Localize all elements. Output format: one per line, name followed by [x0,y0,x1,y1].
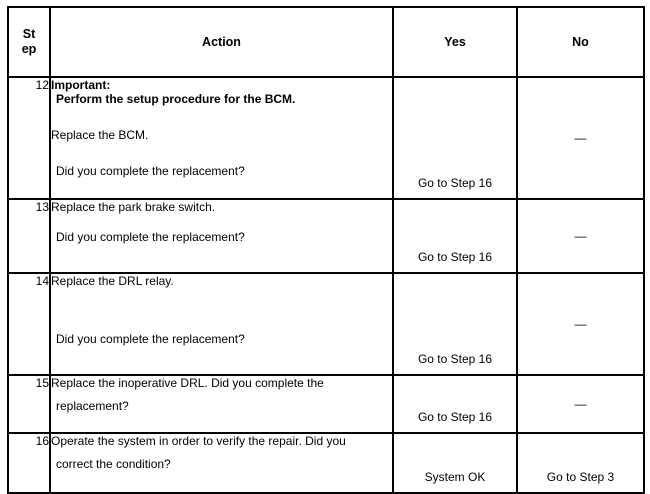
no-cell: — [516,374,645,434]
diagnostic-step-table: St ep Action Yes No 12 Important: Perfor… [7,6,645,494]
action-line: Replace the park brake switch. [51,200,216,214]
action-line: Operate the system in order to verify th… [51,434,346,448]
yes-cell: System OK [392,432,518,494]
table-row: 12 Important: Perform the setup procedur… [7,76,645,200]
action-cell: Replace the inoperative DRL. Did you com… [49,374,394,434]
action-line: Did you complete the replacement? [56,332,245,346]
action-line: Perform the setup procedure for the BCM. [56,92,296,106]
table-row: 15 Replace the inoperative DRL. Did you … [7,374,645,434]
column-header-action: Action [49,6,394,78]
action-cell: Operate the system in order to verify th… [49,432,394,494]
column-header-step-line1: St [22,27,36,41]
action-line: replacement? [56,399,129,413]
yes-cell: Go to Step 16 [392,76,518,200]
action-line: Did you complete the replacement? [56,164,245,178]
action-line: Replace the inoperative DRL. Did you com… [51,376,324,390]
column-header-yes: Yes [392,6,518,78]
no-cell: Go to Step 3 [516,432,645,494]
action-spacer [51,142,392,164]
no-cell: — [516,272,645,376]
action-spacer [51,310,392,332]
diagnostic-table-page: St ep Action Yes No 12 Important: Perfor… [7,6,645,494]
action-cell: Replace the DRL relay. Did you complete … [49,272,394,376]
yes-cell: Go to Step 16 [392,198,518,274]
action-spacer [51,106,392,128]
table-row: 14 Replace the DRL relay. Did you comple… [7,272,645,376]
column-header-step: St ep [7,6,51,78]
no-cell: — [516,198,645,274]
yes-cell: Go to Step 16 [392,272,518,376]
column-header-step-line2: ep [21,42,37,56]
step-number: 16 [7,432,51,494]
action-cell: Replace the park brake switch. Did you c… [49,198,394,274]
action-spacer [51,288,392,310]
no-cell: — [516,76,645,200]
table-row: 16 Operate the system in order to verify… [7,432,645,494]
action-cell: Important: Perform the setup procedure f… [49,76,394,200]
yes-cell: Go to Step 16 [392,374,518,434]
step-number: 14 [7,272,51,376]
table-header-row: St ep Action Yes No [7,6,645,78]
action-line: correct the condition? [56,457,171,471]
action-line: Important: [51,78,111,92]
step-number: 15 [7,374,51,434]
action-line: Replace the DRL relay. [51,274,174,288]
action-line: Did you complete the replacement? [56,230,245,244]
step-number: 12 [7,76,51,200]
action-spacer [51,214,392,230]
action-line: Replace the BCM. [51,128,149,142]
action-spacer [51,390,392,399]
step-number: 13 [7,198,51,274]
action-spacer [51,448,392,457]
table-row: 13 Replace the park brake switch. Did yo… [7,198,645,274]
column-header-no: No [516,6,645,78]
